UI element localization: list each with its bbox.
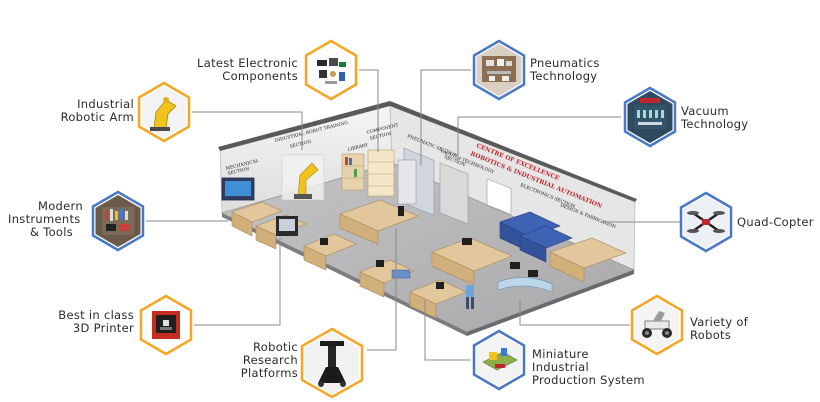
tools-icon [91,190,145,252]
research-robot-icon [300,327,364,399]
sign-component-2: SECTION [369,131,392,142]
callout-research-platforms-line1: Robotic [253,340,298,354]
production-system-icon [472,329,526,391]
callout-pneumatics-line2: Technology [530,69,598,83]
callout-latest-components-line2: Components [222,69,298,83]
industrial-arm-cell [281,154,325,201]
callout-miniature-production-line3: Production System [532,373,645,387]
mini-production-table [391,269,411,279]
callout-3d-printer-line1: Best in class [58,308,134,322]
leader-industrial-arm [192,111,303,150]
callout-vacuum-line2: Technology [681,117,749,131]
monitors [320,206,538,289]
callout-modern-instruments-line3: & Tools [30,225,74,239]
callout-miniature-production: Miniature Industrial Production System [532,348,662,387]
callout-industrial-arm-line1: Industrial [77,97,134,111]
centre-board [486,178,512,215]
callout-research-platforms-line2: Research [242,353,298,367]
callout-modern-instruments-line2: Instruments [8,212,81,226]
leader-lines [146,69,680,361]
callout-vacuum: Vacuum Technology [681,105,771,131]
callout-industrial-arm-line2: Robotic Arm [60,110,134,124]
leader-pneumatics [420,69,471,165]
callout-modern-instruments: Modern Instruments & Tools [8,200,94,239]
callout-industrial-arm: Industrial Robotic Arm [30,98,134,124]
callout-modern-instruments-line1: Modern [38,199,83,213]
callout-variety-robots-line2: Robots [690,328,732,342]
callout-quadcopter-line1: Quad-Copter [737,215,814,229]
callout-pneumatics-line1: Pneumatics [530,56,600,70]
tall-cabinet [397,159,417,205]
floor-edge-right [467,270,634,336]
sign-library: LIBRARY [347,142,370,153]
callout-variety-robots-line1: Variety of [690,315,749,329]
vacuum-icon [623,86,677,148]
leader-3d-printer [194,238,281,326]
vacuum-panel [439,162,469,225]
callout-miniature-production-line1: Miniature [532,347,589,361]
leader-latest-components [359,69,379,152]
pneumatics-icon [472,39,526,101]
leader-research-platforms [367,228,397,351]
control-desk [497,277,553,293]
callout-3d-printer: Best in class 3D Printer [30,309,134,335]
electronic-components-icon [304,39,358,101]
workbenches [231,199,627,319]
callout-miniature-production-line2: Industrial [532,360,589,374]
leader-variety-robots [519,300,630,326]
display-screen [225,181,251,196]
3d-printer-icon [139,294,193,356]
person-figure [466,279,474,309]
printer-unit [276,216,298,236]
callout-quadcopter: Quad-Copter [737,216,817,229]
component-cabinet [367,149,395,197]
robotic-arm-icon [137,81,191,143]
callout-pneumatics: Pneumatics Technology [530,57,630,83]
callout-vacuum-line1: Vacuum [681,104,729,118]
callout-research-platforms-line3: Platforms [240,366,298,380]
sign-industrial-training-2: SECTION [289,139,312,150]
sign-mechanical-2: SECTION [227,166,250,177]
leader-miniature [424,300,471,361]
quadcopter-icon [679,191,733,253]
callout-latest-components: Latest Electronic Components [158,57,298,83]
leader-vacuum [457,116,621,160]
callout-latest-components-line1: Latest Electronic [197,56,298,70]
wheeled-robot-icon [630,294,684,356]
callout-research-platforms: Robotic Research Platforms [216,341,298,380]
library-shelf [341,153,365,191]
floor-edge-left [222,213,467,336]
electronics-benches [499,211,573,263]
callout-3d-printer-line2: 3D Printer [72,321,134,335]
callout-variety-robots: Variety of Robots [690,316,770,342]
lab-room: INDUSTRIAL ROBOT TRAINING SECTION LIBRAR… [218,101,637,336]
